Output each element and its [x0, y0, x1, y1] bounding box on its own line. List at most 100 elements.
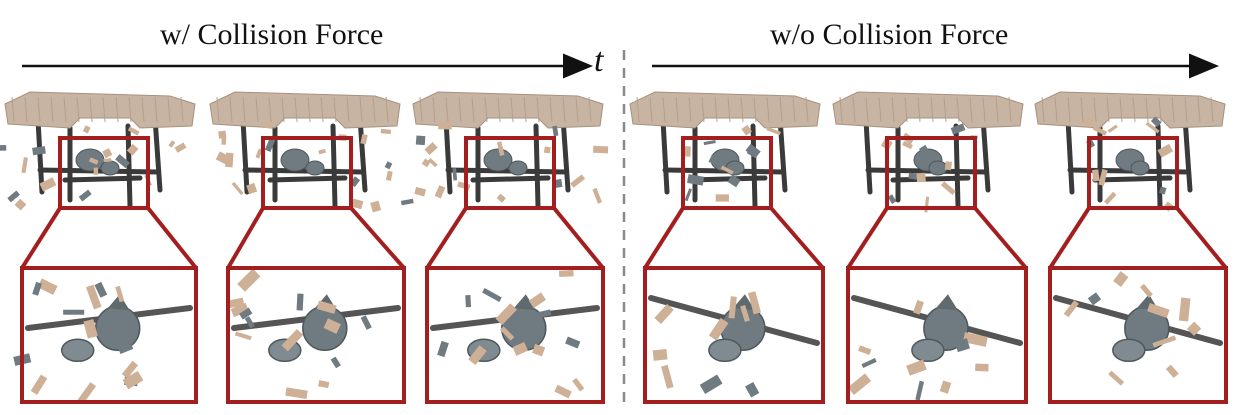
debris-piece — [1108, 370, 1125, 386]
debris-piece — [174, 142, 187, 153]
debris-piece — [82, 125, 91, 134]
debris-piece — [323, 318, 341, 334]
debris-piece — [428, 158, 438, 168]
debris-piece — [847, 373, 872, 395]
debris-piece — [708, 154, 724, 168]
zoom-connector — [146, 206, 198, 270]
debris-piece — [512, 341, 528, 356]
debris-piece — [218, 130, 227, 139]
debris-piece — [360, 315, 372, 330]
object-piece — [732, 294, 755, 311]
debris-piece — [93, 167, 99, 175]
debris-piece — [565, 336, 581, 349]
object-piece — [107, 294, 130, 311]
object-piece — [280, 148, 310, 172]
zoom-inset — [1048, 266, 1228, 404]
object-piece — [1130, 160, 1150, 176]
panel-with-collision-2 — [209, 91, 406, 404]
debris-piece — [468, 345, 487, 366]
debris-piece — [1063, 300, 1079, 318]
debris-piece — [0, 144, 7, 151]
debris-piece — [687, 174, 705, 186]
debris-piece — [496, 141, 505, 156]
zoom-frame — [226, 266, 406, 404]
zoom-frame — [1048, 266, 1228, 404]
debris-piece — [384, 161, 393, 170]
debris-piece — [748, 291, 762, 315]
object-piece — [1112, 338, 1146, 363]
debris-piece — [400, 198, 414, 206]
debris-piece — [380, 128, 392, 135]
zoom-inset — [643, 266, 825, 404]
debris-piece — [230, 302, 249, 318]
debris-piece — [225, 152, 234, 168]
object-piece — [911, 338, 945, 363]
debris-piece — [1157, 143, 1174, 158]
zoom-inset — [846, 266, 1028, 404]
debris-piece — [415, 135, 426, 146]
debris-piece — [916, 172, 926, 183]
debris-piece — [652, 348, 668, 361]
debris-piece — [237, 268, 261, 292]
debris-piece — [962, 332, 988, 347]
object-piece — [100, 160, 120, 176]
debris-piece — [30, 374, 48, 395]
debris-piece — [37, 278, 58, 295]
debris-piece — [281, 328, 304, 352]
debris-piece — [858, 345, 872, 355]
debris-piece — [940, 181, 956, 196]
debris-piece — [285, 387, 308, 399]
debris-piece — [318, 380, 330, 389]
debris-piece — [552, 125, 559, 137]
debris-piece — [7, 190, 20, 203]
debris-piece — [78, 189, 92, 202]
debris-piece — [14, 198, 27, 211]
debris-piece — [499, 326, 515, 341]
debris-piece — [746, 149, 757, 158]
panel-with-collision-3 — [400, 91, 609, 404]
debris-piece — [528, 292, 547, 309]
object-piece — [513, 294, 536, 311]
debris-piece — [118, 342, 134, 355]
zoom-connector — [226, 206, 265, 270]
object-piece — [60, 338, 95, 363]
zoom-frame — [643, 266, 825, 404]
debris-piece — [496, 193, 506, 203]
debris-piece — [745, 381, 760, 398]
debris-piece — [741, 124, 752, 136]
debris-piece — [1083, 116, 1095, 128]
debris-piece — [330, 356, 341, 369]
table-top — [4, 91, 196, 129]
object-piece — [708, 338, 742, 363]
debris-piece — [1091, 169, 1100, 182]
debris-piece — [122, 370, 144, 390]
zoom-inset — [425, 266, 605, 404]
debris-piece — [1159, 186, 1167, 195]
panel-without-collision-2 — [832, 91, 1028, 404]
debris-piece — [950, 123, 966, 135]
time-symbol: t — [594, 42, 604, 79]
debris-piece — [1147, 303, 1170, 318]
debris-piece — [88, 157, 99, 165]
debris-piece — [715, 194, 729, 202]
highlight-box — [885, 136, 977, 210]
zoom-connector — [20, 206, 62, 270]
debris-piece — [1186, 321, 1202, 336]
debris-piece — [887, 194, 897, 204]
debris-piece — [554, 384, 572, 399]
debris-piece — [127, 126, 140, 136]
debris-piece — [360, 134, 368, 145]
object-piece — [928, 160, 948, 176]
debris-piece — [531, 343, 546, 357]
debris-piece — [85, 284, 102, 310]
debris-piece — [32, 146, 46, 156]
highlight-box — [1087, 136, 1179, 210]
panel-with-collision-1 — [0, 91, 198, 405]
debris-piece — [558, 270, 574, 277]
debris-piece — [708, 317, 729, 341]
debris-piece — [918, 144, 934, 162]
debris-piece — [939, 380, 952, 394]
debris-piece — [861, 357, 877, 368]
zoom-frame — [846, 266, 1028, 404]
debris-piece — [121, 360, 139, 379]
